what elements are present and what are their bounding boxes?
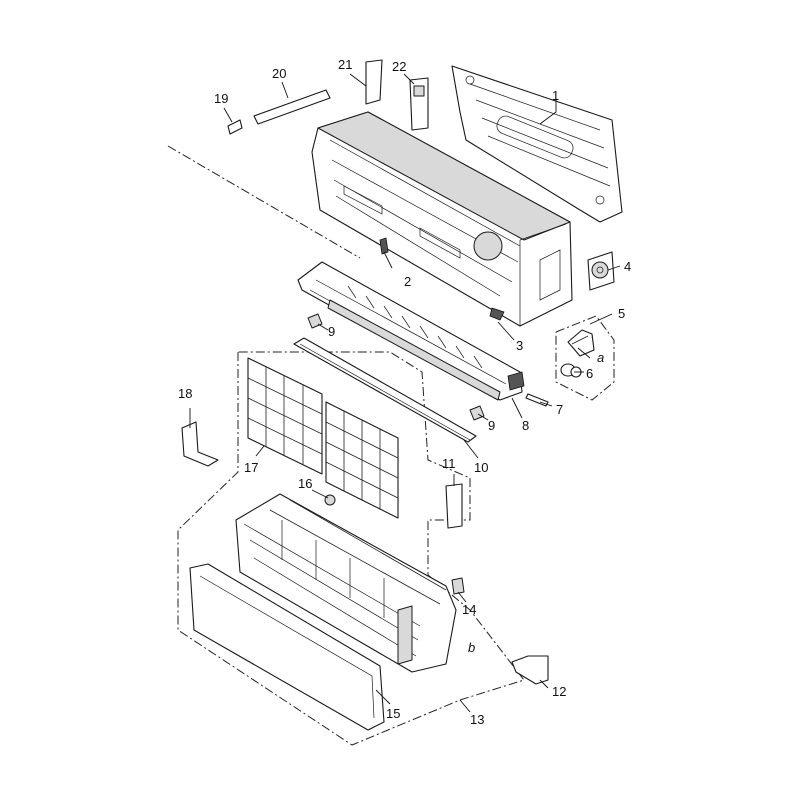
callout-18: 18 <box>178 386 192 401</box>
callout-5: 5 <box>618 306 625 321</box>
callout-4: 4 <box>624 259 631 274</box>
part-12-bracket <box>511 655 549 685</box>
callout-11: 11 <box>442 456 456 471</box>
callout-12: 12 <box>552 684 566 699</box>
part-2-clip <box>379 237 389 255</box>
part-18-bracket <box>181 421 219 467</box>
part-13-front-casing <box>235 493 457 673</box>
part-15-front-panel <box>189 563 385 731</box>
callout-9a: 9 <box>328 324 335 339</box>
part-8-drain-pan-assembly <box>297 261 525 401</box>
part-5-bearing-holder <box>567 329 595 357</box>
callout-2: 2 <box>404 274 411 289</box>
callout-16: 16 <box>298 476 312 491</box>
part-17-air-filter-right <box>325 401 399 519</box>
part-17-air-filter-left <box>247 357 323 475</box>
part-10-louver <box>293 337 477 443</box>
callout-22: 22 <box>392 59 406 74</box>
part-7-shaft <box>525 393 549 407</box>
callout-7: 7 <box>556 402 563 417</box>
callout-13: 13 <box>470 712 484 727</box>
part-22-remote-control <box>409 77 429 131</box>
part-6-bearing <box>560 363 582 378</box>
part-16-fastener <box>324 494 336 506</box>
part-1-mounting-plate <box>451 65 623 223</box>
callout-10: 10 <box>474 460 488 475</box>
callout-20: 20 <box>272 66 286 81</box>
part-11-cover <box>445 483 463 529</box>
part-20-drain-hose <box>253 89 331 125</box>
leader-lines <box>189 73 621 713</box>
callout-17: 17 <box>244 460 258 475</box>
sub-label-b: b <box>468 640 475 655</box>
assembly-group-outline-right <box>555 315 615 401</box>
callout-15: 15 <box>386 706 400 721</box>
callout-14: 14 <box>462 602 476 617</box>
callout-8: 8 <box>522 418 529 433</box>
callout-1: 1 <box>552 88 559 103</box>
callout-3: 3 <box>516 338 523 353</box>
part-9-clip-lower <box>469 405 485 421</box>
callout-9b: 9 <box>488 418 495 433</box>
part-21-remote-holder <box>365 59 383 105</box>
callout-6: 6 <box>586 366 593 381</box>
callout-19: 19 <box>214 91 228 106</box>
part-4-fan-motor-mount <box>587 251 615 291</box>
callout-labels: 1 2 3 4 5 6 7 8 9 9 10 11 12 13 14 15 16… <box>178 57 631 727</box>
part-9-clip-upper <box>307 313 323 329</box>
part-14-clip <box>451 577 465 595</box>
sub-label-a: a <box>597 350 604 365</box>
callout-21: 21 <box>338 57 352 72</box>
part-19-pipe-cap <box>227 119 243 135</box>
indoor-unit-chassis <box>311 111 573 327</box>
